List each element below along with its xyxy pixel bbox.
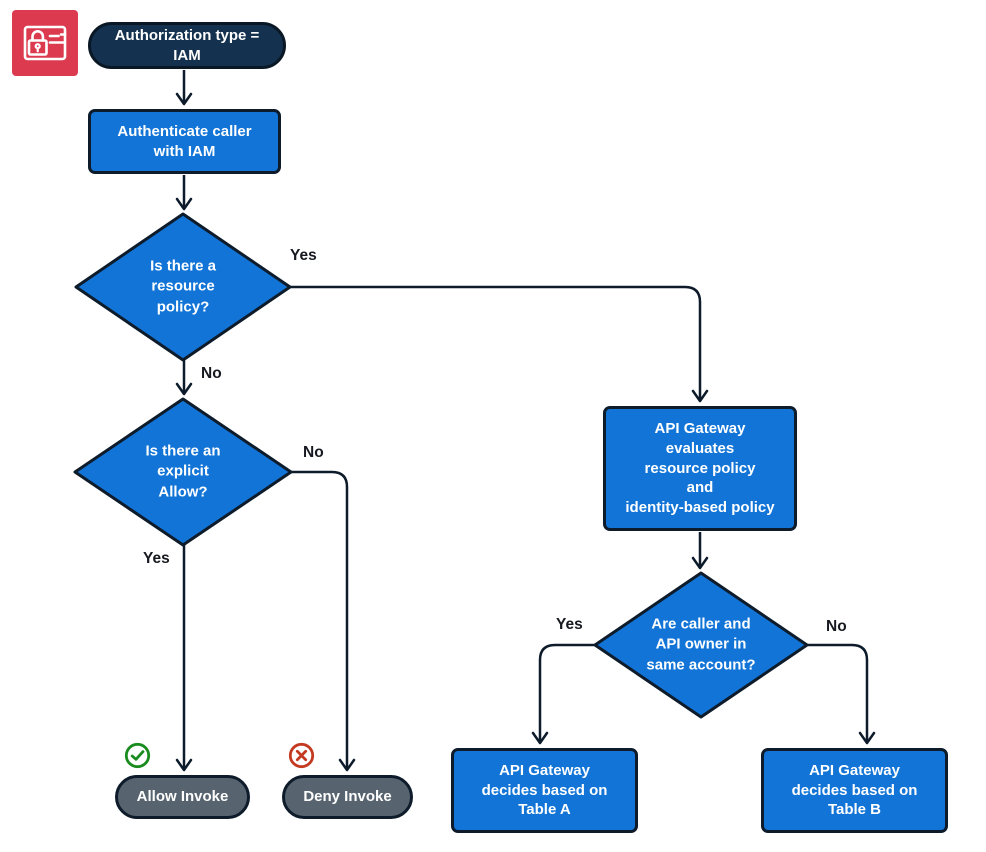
edge-label-resource-policy-yes: Yes [290,247,317,264]
edge-label-explicit-allow-no: No [303,444,324,461]
x-circle-icon [288,742,315,769]
table-a-decision-node: API Gateway decides based on Table A [451,748,638,833]
edge-label-same-account-yes: Yes [556,616,583,633]
decision-same-account-label: Are caller and API owner in same account… [646,615,756,674]
allow-invoke-node: Allow Invoke [115,775,250,819]
deny-invoke-node: Deny Invoke [282,775,413,819]
decision-resource-policy-shape [74,212,292,362]
iam-credentials-lock-icon [12,10,78,76]
decision-same-account-shape [593,571,809,719]
start-node-authorization-type: Authorization type = IAM [88,22,286,69]
decision-explicit-allow-label: Is there an explicit Allow? [145,442,221,501]
authenticate-caller-node: Authenticate caller with IAM [88,109,281,174]
edge-same-account-yes [531,643,595,745]
edge-same-account-no [807,643,876,745]
evaluate-policies-node: API Gateway evaluates resource policy an… [603,406,797,531]
edge-label-explicit-allow-yes: Yes [143,550,170,567]
edge-resource-policy-yes [290,285,709,403]
check-circle-icon [124,742,151,769]
decision-resource-policy-label: Is there a resource policy? [150,257,216,316]
edge-label-resource-policy-no: No [201,365,222,382]
edge-explicit-allow-no [291,470,356,772]
table-b-decision-node: API Gateway decides based on Table B [761,748,948,833]
decision-explicit-allow-shape [73,397,293,547]
edge-label-same-account-no: No [826,618,847,635]
